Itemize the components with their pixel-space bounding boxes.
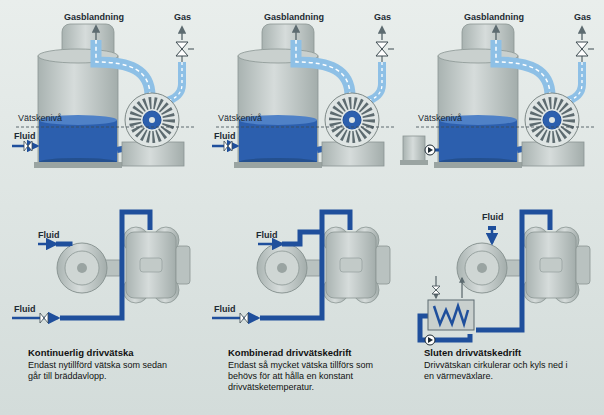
- flow-label: Fluid: [256, 230, 278, 241]
- drawing-part: [425, 335, 435, 345]
- drawing-part: [240, 313, 248, 323]
- flow-label: Fluid: [214, 131, 236, 142]
- drawing-part: [260, 212, 350, 318]
- drawing-part: [60, 212, 150, 318]
- caption-heading: Kombinerad drivvätskedrift: [228, 347, 413, 359]
- flow-label: Gasblandning: [464, 12, 524, 23]
- drawing-part: [428, 337, 433, 343]
- flow-label: Fluid: [38, 230, 60, 241]
- drawing-part: [476, 212, 550, 330]
- drawing-part: [282, 232, 322, 244]
- pipe: [260, 212, 350, 318]
- caption-text: Endast nytillförd vätska som sedan går t…: [28, 360, 178, 382]
- drawing-part: [400, 160, 428, 165]
- drawing-part: [462, 278, 463, 298]
- flow-label: Fluid: [14, 131, 36, 142]
- drawing-part: [56, 244, 70, 246]
- level-label: Vätskenivå: [18, 113, 62, 124]
- caption-heading: Sluten drivvätskedrift: [424, 347, 594, 359]
- flow-label: Gas: [374, 12, 391, 23]
- pump-cutaway: [416, 24, 596, 168]
- pipe: [258, 243, 282, 246]
- heat-exchanger-unit: [400, 136, 439, 165]
- drawing-part: [434, 306, 468, 324]
- flow-label: Gas: [574, 12, 591, 23]
- flow-label: Gas: [174, 12, 191, 23]
- pipe: [212, 317, 258, 320]
- drawing-part: [428, 300, 474, 330]
- drawing-part: [425, 145, 435, 155]
- heat-exchanger: [425, 276, 474, 345]
- flow-label: Fluid: [482, 212, 504, 223]
- fluid-inlet: [12, 141, 37, 151]
- caption-heading: Kontinuerlig drivvätska: [28, 347, 198, 359]
- caption-text: Drivvätskan cirkulerar och kyls ned i en…: [424, 360, 574, 382]
- pump-cutaway: [216, 24, 396, 168]
- flow-label: Gasblandning: [64, 12, 124, 23]
- pump-cutaway: [16, 24, 196, 168]
- pipe: [420, 212, 550, 340]
- flow-label: Fluid: [14, 304, 36, 315]
- flow-label: Gasblandning: [264, 12, 324, 23]
- pipe: [12, 317, 58, 320]
- fluid-inlet: [212, 141, 237, 151]
- caption-text: Endast så mycket vätska tillförs som beh…: [228, 360, 400, 393]
- drawing-part: [428, 147, 433, 153]
- pipe: [38, 243, 56, 246]
- level-label: Vätskenivå: [418, 113, 462, 124]
- drawing-part: [488, 226, 496, 230]
- drawing-part: [40, 313, 48, 323]
- drawing-part: [403, 136, 425, 162]
- drawing-part: [432, 286, 440, 294]
- flow-label: Fluid: [214, 304, 236, 315]
- pipe: [56, 212, 150, 318]
- level-label: Vätskenivå: [218, 113, 262, 124]
